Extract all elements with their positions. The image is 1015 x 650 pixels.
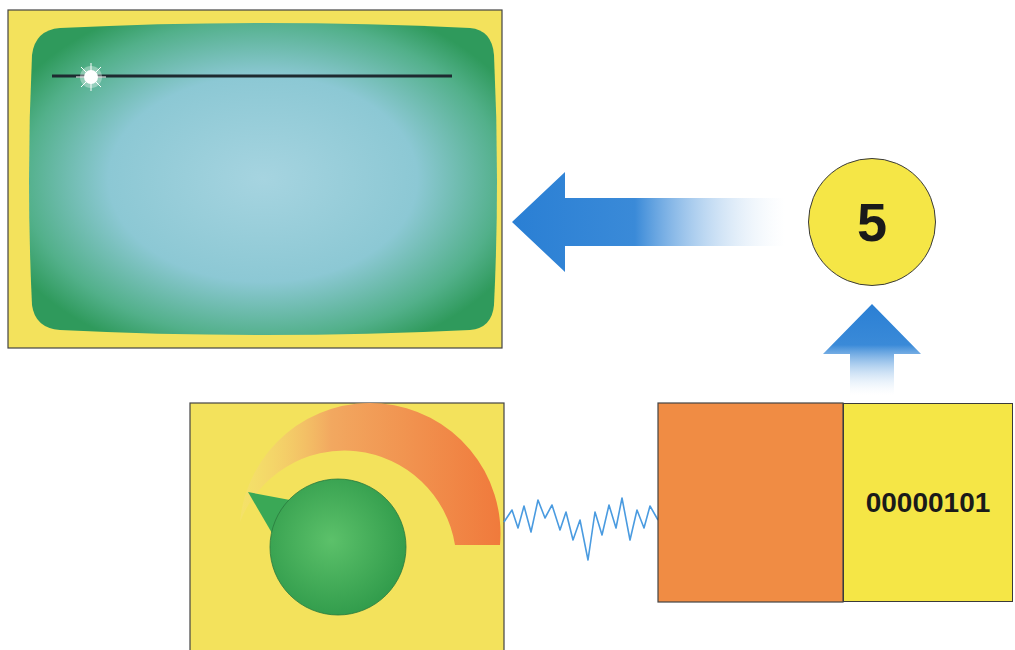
value-circle: 5 [808, 158, 936, 286]
data-flow-arrow [823, 304, 921, 395]
binary-box: 00000101 [843, 403, 1013, 602]
tv-panel [8, 10, 502, 348]
converter-box [658, 403, 843, 602]
signal-arrow [512, 172, 785, 272]
knob-panel [190, 403, 504, 650]
tv-screen [29, 23, 497, 335]
control-knob [270, 479, 406, 615]
value-number: 5 [857, 195, 887, 249]
spot-dot [76, 63, 106, 91]
binary-code: 00000101 [866, 489, 991, 517]
scan-line [52, 75, 452, 78]
signal-wire [504, 498, 658, 560]
